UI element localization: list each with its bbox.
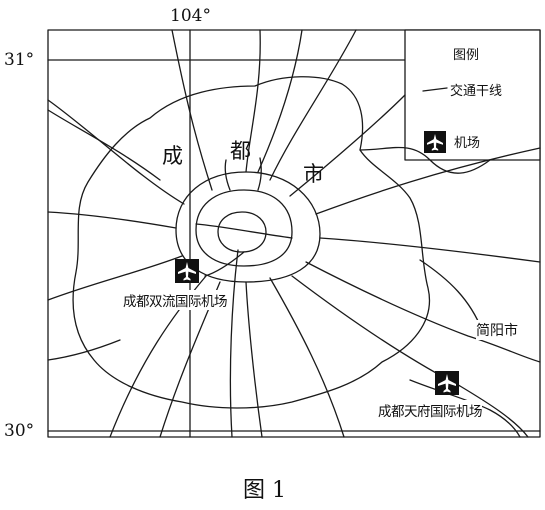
- road-south-east-far: [409, 379, 521, 438]
- longitude-label: 104°: [170, 6, 211, 26]
- road-west-north: [47, 99, 185, 205]
- road-north-west: [171, 29, 213, 191]
- road-centre-cross: [195, 223, 293, 239]
- legend-item-airport: 机场: [454, 136, 481, 151]
- legend-item-roads: 交通干线: [450, 84, 503, 99]
- road-south-east: [269, 277, 345, 438]
- legend-title: 图例: [453, 48, 480, 63]
- figure-caption: 图 1: [243, 478, 286, 503]
- map-frame: [47, 29, 541, 438]
- airplane-icon: [175, 259, 199, 283]
- road-south-west-far: [47, 339, 121, 361]
- legend-line-icon: [422, 87, 448, 92]
- road-south: [245, 281, 263, 438]
- road-north-north-east: [257, 29, 303, 173]
- city-name-char-2: 都: [230, 139, 251, 163]
- city-name-char-1: 成: [162, 144, 183, 168]
- airport-label-tianfu: 成都天府国际机场: [378, 400, 483, 420]
- road-south-west-2: [109, 275, 207, 438]
- road-west-north-2: [47, 109, 161, 181]
- latitude-31-label: 31°: [4, 50, 35, 70]
- city-name-char-3: 市: [303, 162, 324, 186]
- road-north-east-2: [289, 94, 406, 197]
- road-east-2: [315, 147, 541, 215]
- airport-label-shuangliu: 成都双流国际机场: [123, 290, 228, 310]
- airplane-icon: [435, 371, 459, 395]
- town-label-jianyang: 简阳市: [476, 320, 518, 340]
- city-boundary: [72, 76, 431, 409]
- ring-road-middle: [195, 189, 293, 267]
- road-centre-north-1: [224, 159, 231, 191]
- latitude-30-label: 30°: [4, 421, 35, 441]
- road-airport-link: [204, 251, 245, 277]
- road-east: [319, 237, 541, 263]
- road-north: [245, 29, 261, 173]
- road-east-north: [359, 146, 491, 174]
- ring-road-inner: [217, 211, 267, 253]
- road-south-west: [47, 255, 183, 301]
- road-north-east: [269, 29, 357, 181]
- road-east-south: [305, 261, 541, 363]
- road-south-2: [229, 249, 239, 438]
- road-centre-north-2: [257, 157, 262, 191]
- legend-airplane-icon: [424, 131, 446, 153]
- road-west: [47, 211, 177, 229]
